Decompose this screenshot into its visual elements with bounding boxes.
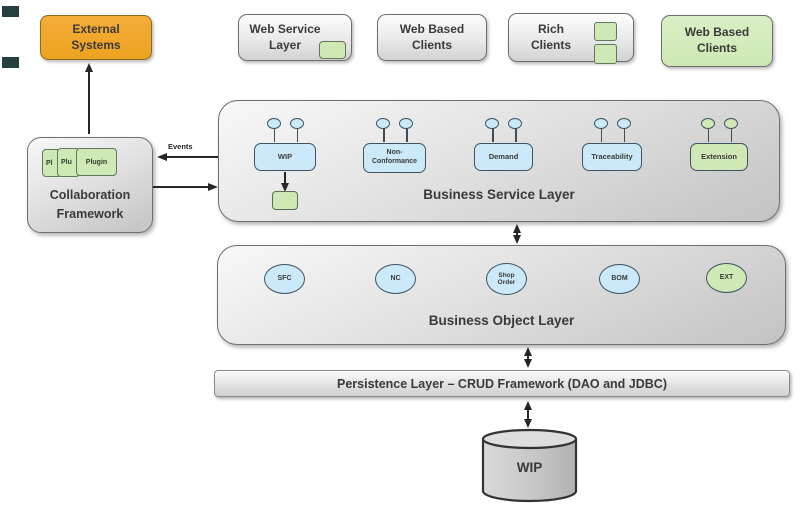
rich-clients-label: Rich Clients	[530, 21, 571, 52]
external-systems-label: External Systems	[71, 21, 121, 52]
bsl-component-label: Traceability	[582, 143, 642, 171]
web-based-clients-green-box: Web Based Clients	[661, 15, 773, 67]
bsl-component-label: Demand	[474, 143, 533, 171]
business-service-layer-label: Business Service Layer	[423, 187, 575, 202]
bsl-component-non-conformance: Non-Conformance	[363, 118, 426, 173]
collaboration-framework-box: Pl Plu Plugin Collaboration Framework	[27, 137, 153, 233]
bsl-component-label: Non-Conformance	[363, 143, 426, 173]
bsl-component-demand: Demand	[474, 118, 533, 171]
bsl-component-extension: Extension	[690, 118, 748, 171]
artifact-mark-bottom	[2, 57, 19, 68]
interface-lollipop-icons	[593, 118, 631, 142]
artifact-mark-top	[2, 6, 19, 17]
bol-object-sfc: SFC	[264, 264, 305, 294]
web-service-layer-box: Web Service Layer	[238, 14, 352, 61]
bsl-component-label: Extension	[690, 143, 748, 171]
bol-object-ext: EXT	[706, 263, 747, 293]
events-label: Events	[168, 142, 193, 151]
database-cylinder-icon	[481, 428, 578, 509]
web-service-layer-label: Web Service Layer	[249, 21, 321, 52]
web-based-clients-box: Web Based Clients	[377, 14, 487, 61]
bsl-component-label: WIP	[254, 143, 316, 171]
interface-lollipop-icons	[700, 118, 738, 142]
bsl-component-traceability: Traceability	[582, 118, 642, 171]
interface-lollipop-icons	[485, 118, 522, 142]
rich-clients-box: Rich Clients	[508, 13, 634, 64]
business-object-layer-label: Business Object Layer	[428, 313, 575, 328]
database-label: WIP	[516, 460, 543, 475]
bol-object-shop-order: Shop Order	[486, 263, 527, 295]
bol-object-bom: BOM	[599, 264, 640, 294]
business-object-layer-box: Business Object Layer	[217, 245, 786, 345]
persistence-layer-label: Persistence Layer – CRUD Framework (DAO …	[337, 376, 667, 391]
persistence-layer-bar: Persistence Layer – CRUD Framework (DAO …	[214, 370, 790, 397]
web-based-clients-label: Web Based Clients	[399, 21, 465, 52]
wip-subcomponent-chip	[272, 191, 298, 210]
component-chip-icon	[594, 44, 617, 64]
plugin-chip: Plugin	[76, 148, 117, 176]
bol-object-nc: NC	[375, 264, 416, 294]
external-systems-box: External Systems	[40, 15, 152, 60]
collaboration-framework-label: Collaboration Framework	[49, 188, 131, 222]
component-chip-icon	[594, 22, 617, 41]
interface-lollipop-icons	[266, 118, 304, 142]
web-based-clients-green-label: Web Based Clients	[684, 25, 750, 55]
component-chip-icon	[319, 41, 346, 59]
interface-lollipop-icons	[376, 118, 413, 142]
bsl-component-wip: WIP	[254, 118, 316, 171]
